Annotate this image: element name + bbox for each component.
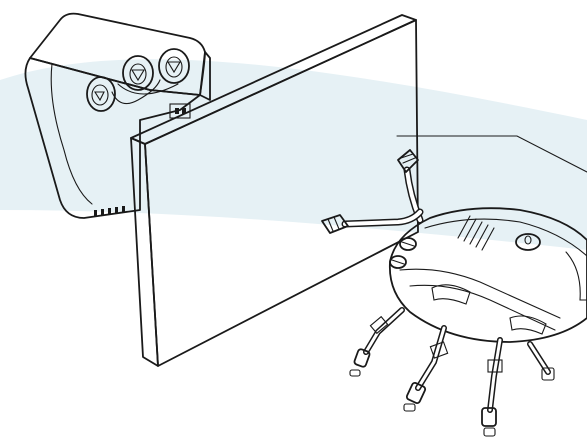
device-leg-back: [530, 344, 554, 380]
housing-inlets: [390, 238, 416, 268]
device-leg-right: [482, 340, 502, 436]
device-leg-left: [350, 310, 402, 376]
device-leg-middle: [404, 328, 448, 411]
